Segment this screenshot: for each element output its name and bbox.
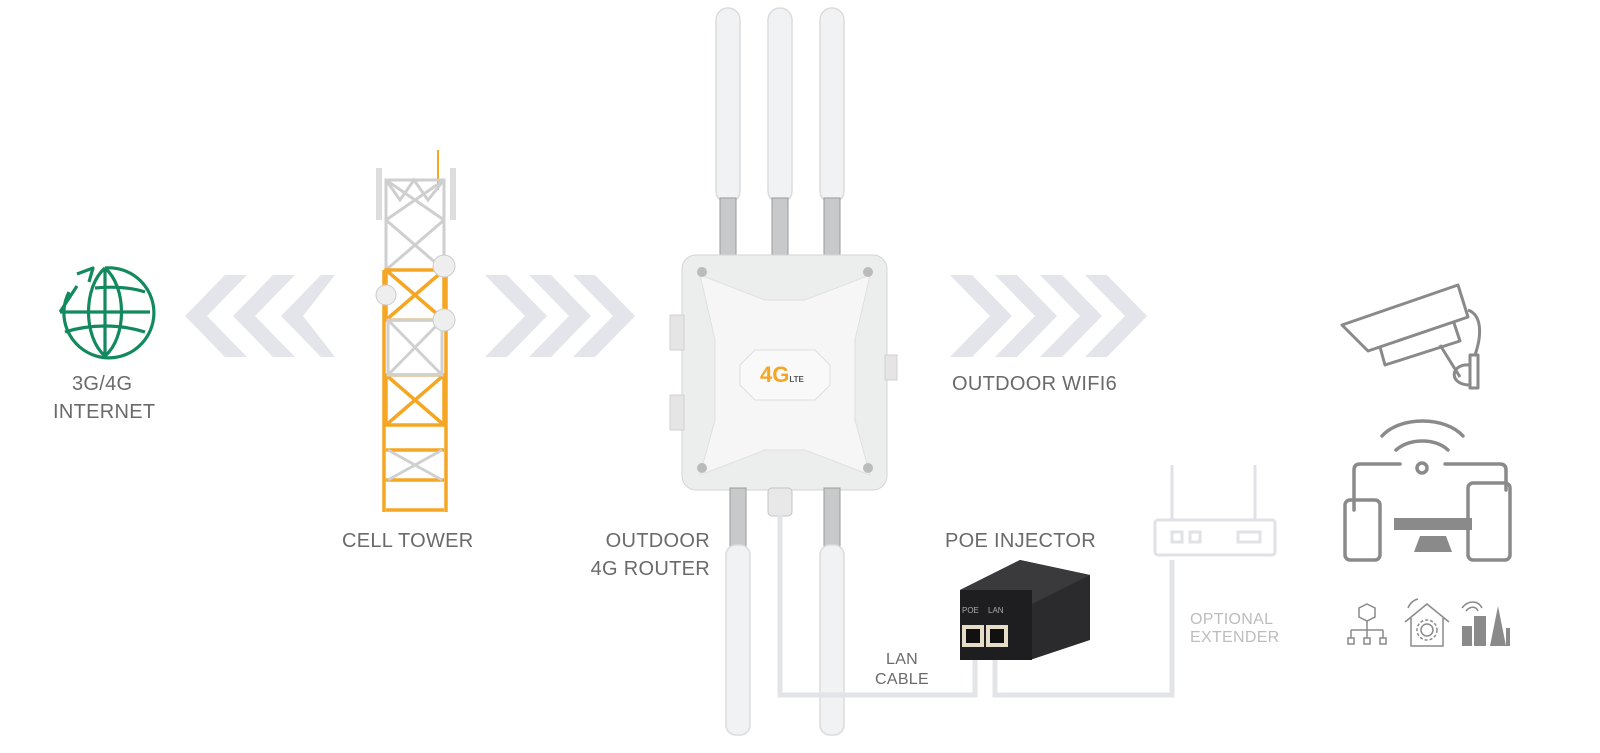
internet-label-line2: INTERNET (53, 401, 156, 423)
lan-port-label: LAN (988, 606, 1004, 615)
cell-tower-label: CELL TOWER (342, 530, 474, 552)
chevrons-wifi-icon (950, 275, 1147, 357)
lan-cable-label-line1: LAN (886, 651, 919, 668)
smart-home-icon (1404, 598, 1450, 647)
router-4g-badge: 4GLTE (760, 362, 804, 388)
extender-icon (1153, 465, 1277, 557)
extender-label-line1: OPTIONAL (1190, 611, 1274, 628)
wifi-devices-icon (1343, 419, 1512, 562)
badge-lte-text: LTE (789, 375, 804, 384)
network-topology-icon (1347, 603, 1387, 645)
router-label-line1: OUTDOOR (605, 530, 710, 552)
badge-4g-text: 4G (760, 362, 790, 387)
poe-injector-label: POE INJECTOR (945, 530, 1097, 552)
internet-label-line1: 3G/4G (72, 373, 133, 395)
outdoor-router-image (669, 7, 898, 736)
security-camera-icon (1340, 283, 1482, 390)
extender-label-line2: EXTENDER (1190, 629, 1280, 646)
smart-city-icon (1461, 601, 1510, 646)
lan-cable-label-line2: CABLE (875, 671, 929, 688)
chevrons-right-icon (485, 275, 635, 357)
wifi-label: OUTDOOR WIFI6 (952, 373, 1118, 395)
poe-injector-image (960, 560, 1090, 660)
chevrons-left-icon (185, 275, 335, 357)
poe-port-label: POE (962, 606, 979, 615)
globe-icon (58, 266, 156, 360)
router-label-line2: 4G ROUTER (590, 558, 710, 580)
cell-tower-icon (375, 150, 456, 512)
